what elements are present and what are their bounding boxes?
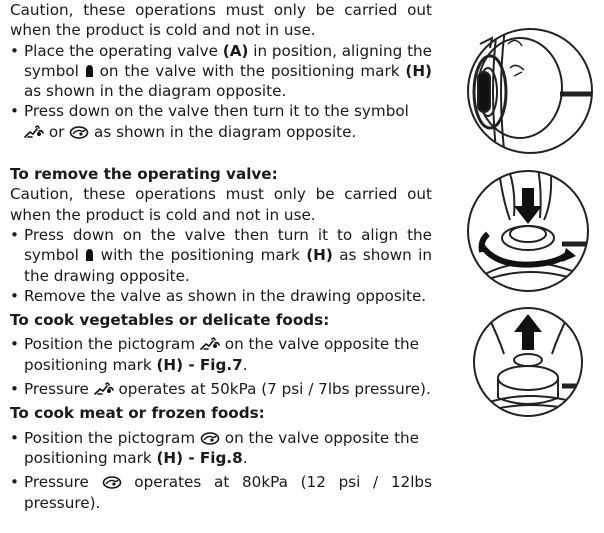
meat-icon (102, 476, 121, 490)
valve-removal-press-turn-diagram (467, 170, 589, 292)
list-item-meat-pressure: Pressure operates at 80kPa (12 psi / 12l… (10, 472, 432, 513)
list-item-align-symbol: Press down on the valve then turn it to … (10, 225, 432, 286)
heading-meat: To cook meat or frozen foods: (10, 404, 265, 423)
vegetable-steam-icon (200, 337, 220, 351)
meat-icon (200, 431, 220, 445)
heading-vegetables: To cook vegetables or delicate foods: (10, 311, 330, 330)
caution-text-2: Caution, these operations must only be c… (10, 185, 432, 224)
valve-removal-lift-diagram (473, 307, 583, 417)
meat-icon (69, 125, 89, 139)
lock-symbol-icon (86, 249, 94, 262)
valve-position-diagram (467, 28, 593, 154)
list-item-vegetables-pressure: Pressure operates at 50kPa (7 psi / 7lbs… (10, 379, 432, 400)
vegetable-steam-icon (24, 125, 44, 138)
lock-symbol-icon (85, 64, 93, 77)
instructions-text: Caution, these operations must only be c… (10, 0, 432, 513)
caution-text-1: Caution, these operations must only be c… (10, 1, 432, 40)
heading-remove-valve: To remove the operating valve: (10, 165, 278, 184)
list-item-vegetables-position: Position the pictogram on the valve oppo… (10, 334, 432, 375)
list-item-remove-valve: Remove the valve as shown in the drawing… (10, 286, 432, 307)
list-item-place-valve: Place the operating valve (A) in positio… (10, 41, 432, 102)
vegetable-steam-icon (93, 382, 114, 395)
list-item-press-turn: Press down on the valve then turn it to … (10, 101, 432, 142)
list-item-meat-position: Position the pictogram on the valve oppo… (10, 428, 432, 469)
